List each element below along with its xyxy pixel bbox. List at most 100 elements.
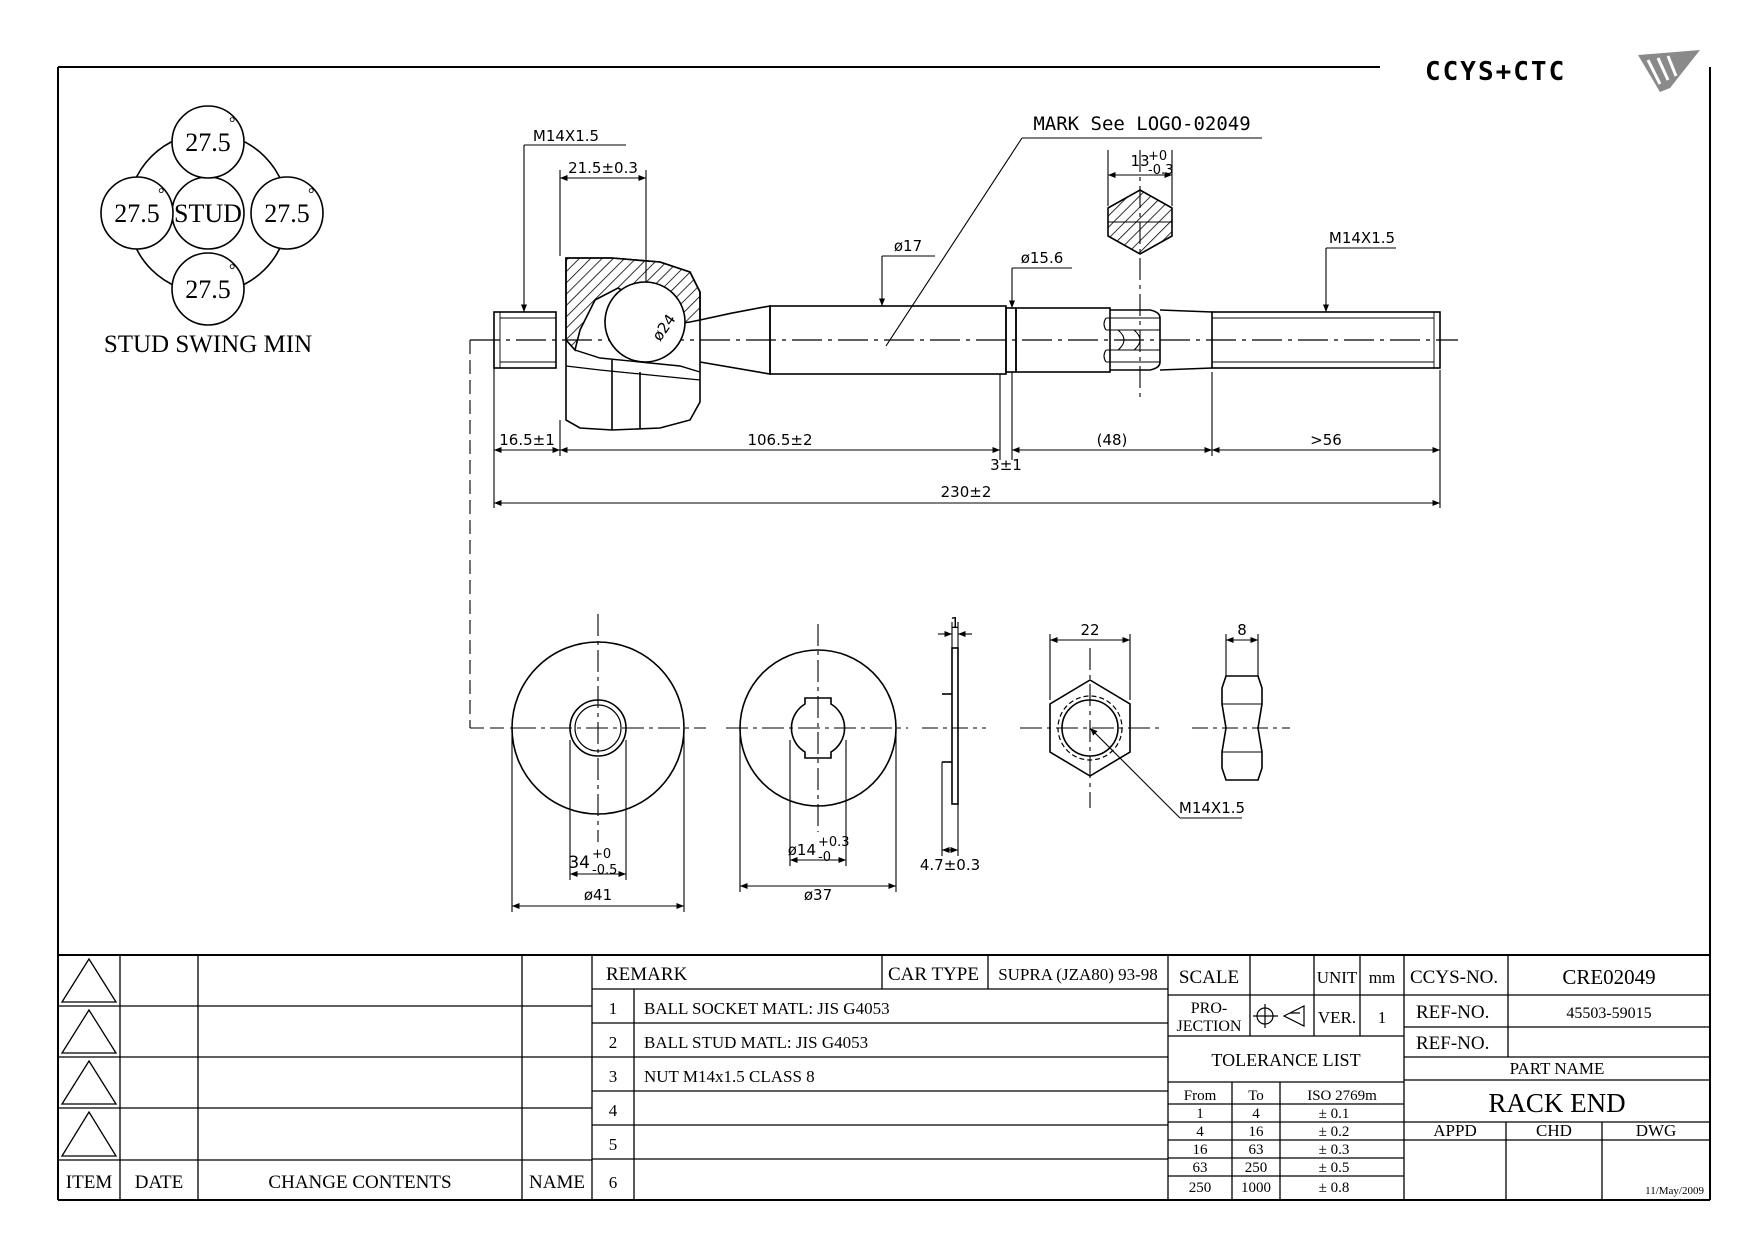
drawing-border (57, 66, 1711, 1201)
unit-value: mm (1369, 968, 1395, 987)
main-view: ø24 (470, 150, 1458, 431)
car-type-value: SUPRA (JZA80) 93-98 (998, 965, 1158, 984)
dim-56-label: >56 (1310, 431, 1342, 449)
tol-from-4: 63 (1193, 1160, 1208, 1176)
scale-label: SCALE (1179, 967, 1239, 988)
dia-41-label: ø41 (584, 886, 612, 904)
section-dimension-labels: 34 +0 -0.5 ø41 ø14 +0.3 -0 ø37 1 4.7±0.3… (568, 614, 1246, 904)
remark-no-6: 6 (609, 1173, 618, 1192)
swing-angle-right: 27.5 (264, 199, 310, 228)
dim-230-label: 230±2 (941, 483, 992, 501)
dia-37-label: ø37 (804, 886, 832, 904)
dim-16-5-label: 16.5±1 (499, 431, 555, 449)
tolerance-title: TOLERANCE LIST (1211, 1050, 1360, 1070)
brand-logo-text: CCYS+CTC (1425, 57, 1566, 87)
rev-header-change: CHANGE CONTENTS (268, 1172, 451, 1193)
swing-angle-left: 27.5 (114, 199, 160, 228)
dim-48-label: (48) (1097, 431, 1128, 449)
ccys-no-value: CRE02049 (1562, 965, 1655, 989)
nut-hex-front (1049, 679, 1131, 777)
projection-symbol-icon (1253, 1004, 1305, 1028)
tol-val-4: ± 0.5 (1319, 1160, 1350, 1176)
ref-no2-label: REF-NO. (1416, 1033, 1489, 1054)
nut-bore (1061, 699, 1119, 757)
dim-3-label: 3±1 (990, 456, 1022, 474)
dim-106-5-label: 106.5±2 (747, 431, 812, 449)
swing-angle-bottom: 27.5 (185, 275, 231, 304)
date-value: 11/May/2009 (1645, 1185, 1704, 1197)
tol-header-iso: ISO 2769m (1307, 1088, 1377, 1104)
dia-14-tol-lower: -0 (818, 850, 831, 865)
tol-from-1: 1 (1196, 1106, 1204, 1122)
ver-value: 1 (1378, 1008, 1387, 1027)
thread-left-label: M14X1.5 (533, 127, 599, 145)
hex-dim-label: 13 (1130, 152, 1149, 170)
car-type-label: CAR TYPE (888, 964, 979, 985)
brand-logo: CCYS+CTC (1425, 50, 1700, 92)
tol-val-3: ± 0.3 (1319, 1142, 1350, 1158)
tol-to-4: 250 (1245, 1160, 1268, 1176)
ref-no-label: REF-NO. (1416, 1002, 1489, 1023)
part-name-label: PART NAME (1510, 1059, 1605, 1078)
dim-22-label: 22 (1080, 621, 1099, 639)
projection-label-1: PRO- (1191, 1000, 1227, 1017)
remark-no-3: 3 (609, 1067, 618, 1086)
swing-bottom-circle (171, 252, 245, 326)
washer-41-bore (569, 699, 627, 757)
thread-right-label: M14X1.5 (1329, 229, 1395, 247)
dia-14-tol-upper: +0.3 (818, 835, 850, 850)
dim-34-base: 34 (568, 853, 590, 873)
dia-14-base: ø14 (788, 841, 816, 859)
remark-text-1: BALL SOCKET MATL: JIS G4053 (644, 999, 890, 1018)
svg-text:°: ° (308, 186, 314, 203)
swing-top-circle (171, 105, 245, 179)
dwg-label: DWG (1636, 1121, 1677, 1140)
left-thread (493, 311, 557, 369)
unit-label: UNIT (1317, 968, 1358, 987)
tol-to-1: 4 (1252, 1106, 1260, 1122)
dia-15-6-label: ø15.6 (1021, 249, 1064, 267)
tol-val-1: ± 0.1 (1319, 1106, 1350, 1122)
hex-dim-tol-lower: -0.3 (1148, 163, 1173, 178)
title-block-grid (58, 954, 1710, 1200)
tol-to-2: 16 (1249, 1124, 1265, 1140)
nut-side (1221, 675, 1263, 781)
swing-left-circle (100, 176, 174, 250)
tol-to-5: 1000 (1241, 1180, 1271, 1196)
remark-no-4: 4 (609, 1101, 618, 1120)
mark-note: MARK See LOGO-02049 (1033, 113, 1250, 135)
nut-thread-label: M14X1.5 (1179, 799, 1245, 817)
title-block-text: ITEM DATE CHANGE CONTENTS NAME REMARK CA… (66, 964, 1705, 1197)
svg-text:°: ° (158, 186, 164, 203)
dim-4-7-label: 4.7±0.3 (920, 856, 980, 874)
dim-34-tol-upper: +0 (592, 847, 611, 862)
rev-header-item: ITEM (66, 1172, 113, 1193)
swing-right-circle (250, 176, 324, 250)
main-dimensions (469, 137, 1441, 729)
hex-dim-tol-upper: +0 (1148, 149, 1167, 164)
tol-header-to: To (1248, 1088, 1264, 1104)
dim-21-5-label: 21.5±0.3 (568, 159, 638, 177)
remark-header: REMARK (606, 964, 688, 985)
dim-34-tol-lower: -0.5 (592, 863, 617, 878)
tol-from-2: 4 (1196, 1124, 1204, 1140)
swing-caption: STUD SWING MIN (104, 331, 312, 358)
dim-1-label: 1 (950, 614, 960, 632)
washer-37-key-bore (790, 697, 846, 759)
projection-label-2: JECTION (1177, 1018, 1242, 1035)
ref-no-value: 45503-59015 (1566, 1005, 1651, 1022)
rev-header-date: DATE (135, 1172, 184, 1193)
dim-8-label: 8 (1237, 621, 1247, 639)
tol-from-5: 250 (1189, 1180, 1212, 1196)
tol-val-5: ± 0.8 (1319, 1180, 1350, 1196)
tol-header-from: From (1184, 1088, 1217, 1104)
remark-text-2: BALL STUD MATL: JIS G4053 (644, 1033, 868, 1052)
tol-val-2: ± 0.2 (1319, 1124, 1350, 1140)
remark-no-5: 5 (609, 1135, 618, 1154)
stud-swing-diagram: STUD 27.5 ° 27.5 ° 27.5 ° 27.5 ° STUD SW… (100, 105, 324, 358)
chd-label: CHD (1536, 1121, 1572, 1140)
appd-label: APPD (1433, 1121, 1476, 1140)
washer-side (951, 647, 959, 805)
remark-no-2: 2 (609, 1033, 618, 1052)
